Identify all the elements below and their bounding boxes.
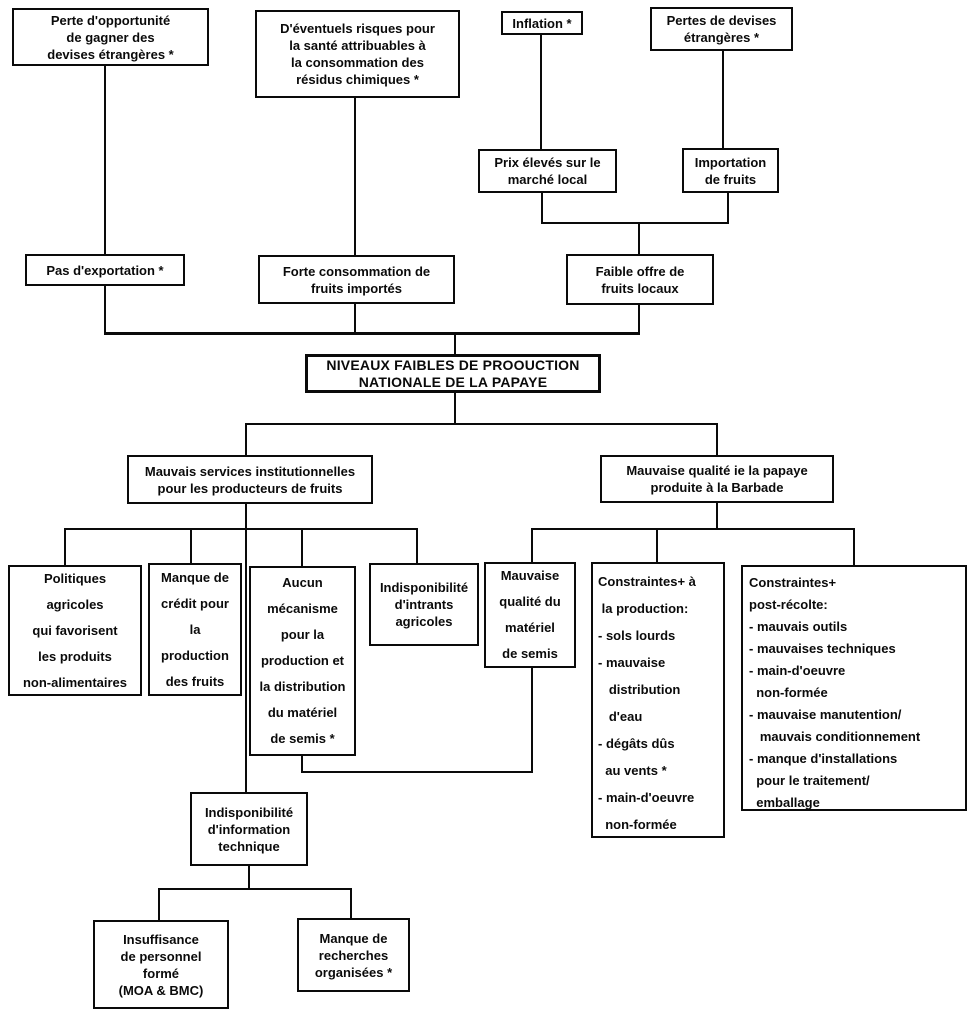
connector-line bbox=[853, 528, 855, 565]
connector-line bbox=[638, 222, 640, 254]
node-risques-sante: D'éventuels risques pour la santé attrib… bbox=[255, 10, 460, 98]
connector-line bbox=[104, 286, 106, 334]
node-perte-opportunite: Perte d'opportunité de gagner des devise… bbox=[12, 8, 209, 66]
node-pertes-devises: Pertes de devises étrangères * bbox=[650, 7, 793, 51]
node-pas-exportation: Pas d'exportation * bbox=[25, 254, 185, 286]
connector-line bbox=[158, 888, 160, 920]
connector-line bbox=[531, 528, 855, 530]
connector-line bbox=[190, 528, 192, 563]
node-faible-offre: Faible offre de fruits locaux bbox=[566, 254, 714, 305]
connector-line bbox=[158, 888, 352, 890]
connector-line bbox=[531, 528, 533, 562]
node-aucun-mecanisme: Aucun mécanisme pour la production et la… bbox=[249, 566, 356, 756]
node-prix-eleves: Prix élevés sur le marché local bbox=[478, 149, 617, 193]
connector-line bbox=[104, 332, 640, 335]
connector-line bbox=[540, 35, 542, 149]
node-forte-consommation: Forte consommation de fruits importés bbox=[258, 255, 455, 304]
connector-line bbox=[350, 888, 352, 918]
connector-line bbox=[354, 98, 356, 255]
connector-line bbox=[531, 668, 533, 773]
node-mauvaise-qualite-papaye: Mauvaise qualité ie la papaye produite à… bbox=[600, 455, 834, 503]
connector-line bbox=[64, 528, 418, 530]
node-inflation: Inflation * bbox=[501, 11, 583, 35]
connector-line bbox=[245, 423, 247, 455]
connector-line bbox=[64, 528, 66, 565]
connector-line bbox=[722, 51, 724, 148]
node-mauvaise-qualite-semis: Mauvaise qualité du matériel de semis bbox=[484, 562, 576, 668]
node-politiques-agricoles: Politiques agricoles qui favorisent les … bbox=[8, 565, 142, 696]
connector-line bbox=[656, 528, 658, 562]
node-importation-fruits: Importation de fruits bbox=[682, 148, 779, 193]
node-probleme-central: NIVEAUX FAIBLES DE PROOUCTION NATIONALE … bbox=[305, 354, 601, 393]
connector-line bbox=[248, 866, 250, 890]
connector-line bbox=[354, 304, 356, 334]
node-manque-recherches: Manque de recherches organisées * bbox=[297, 918, 410, 992]
connector-line bbox=[541, 193, 543, 224]
connector-line bbox=[301, 528, 303, 566]
node-insuffisance-personnel: Insuffisance de personnel formé (MOA & B… bbox=[93, 920, 229, 1009]
connector-line bbox=[245, 423, 718, 425]
connector-line bbox=[301, 771, 533, 773]
connector-line bbox=[104, 66, 106, 254]
connector-line bbox=[716, 423, 718, 455]
node-contraintes-production: Constraintes+ à la production: - sols lo… bbox=[591, 562, 725, 838]
connector-line bbox=[541, 222, 729, 224]
connector-line bbox=[716, 503, 718, 530]
node-contraintes-post-recolte: Constraintes+ post-récolte: - mauvais ou… bbox=[741, 565, 967, 811]
node-mauvais-services: Mauvais services institutionnelles pour … bbox=[127, 455, 373, 504]
connector-line bbox=[454, 332, 456, 354]
connector-line bbox=[727, 193, 729, 224]
connector-line bbox=[454, 393, 456, 425]
connector-line bbox=[416, 528, 418, 563]
connector-line bbox=[245, 504, 247, 792]
connector-line bbox=[301, 756, 303, 773]
node-manque-credit: Manque de crédit pour la production des … bbox=[148, 563, 242, 696]
node-indisponibilite-intrants: Indisponibilité d'intrants agricoles bbox=[369, 563, 479, 646]
connector-line bbox=[638, 305, 640, 334]
node-indisponibilite-information: Indisponibilité d'information technique bbox=[190, 792, 308, 866]
